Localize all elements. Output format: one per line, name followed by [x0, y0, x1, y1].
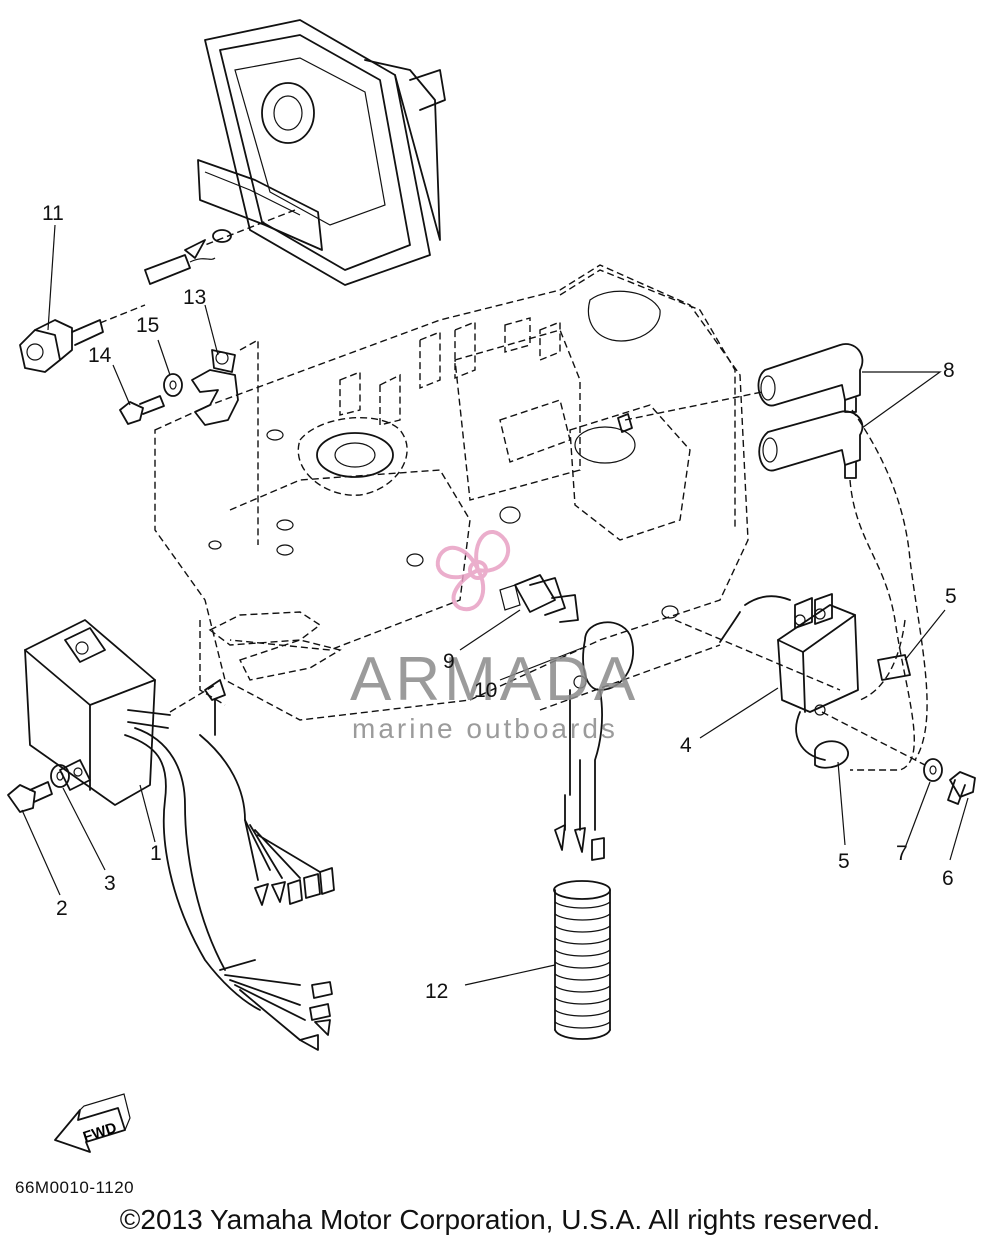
- callout-5b: 5: [838, 850, 850, 873]
- callout-11: 11: [42, 202, 64, 225]
- fwd-arrow-icon: FWD: [54, 1093, 131, 1153]
- callout-14: 14: [88, 344, 112, 367]
- callout-12: 12: [425, 980, 448, 1003]
- clamp-part-13: [191, 349, 239, 426]
- callout-9: 9: [443, 650, 455, 673]
- switch-part-9: [499, 574, 579, 623]
- fwd-label: FWD: [81, 1119, 119, 1146]
- callout-15: 15: [136, 314, 159, 337]
- grommet-part-5b: [814, 740, 849, 769]
- washer-part-15: [163, 373, 183, 397]
- callout-10: 10: [474, 679, 497, 702]
- engine-block-part: [154, 264, 749, 721]
- watermark-brand: ARMADA: [350, 645, 639, 714]
- callout-6: 6: [942, 867, 954, 890]
- armada-propeller-logo: [435, 530, 511, 612]
- washer-part-7: [923, 758, 943, 782]
- cap-part-10: [554, 621, 635, 861]
- callout-2: 2: [56, 897, 68, 920]
- callout-5a: 5: [945, 585, 957, 608]
- callout-1: 1: [150, 842, 162, 865]
- callout-13: 13: [183, 286, 206, 309]
- callout-8: 8: [943, 359, 955, 382]
- bolt-part-14: [119, 395, 165, 425]
- callout-7: 7: [896, 842, 908, 865]
- copyright-notice: ©2013 Yamaha Motor Corporation, U.S.A. A…: [119, 1204, 881, 1235]
- bolt-part-2: [7, 781, 53, 813]
- callout-3: 3: [104, 872, 116, 895]
- watermark-tagline: marine outboards: [352, 713, 618, 744]
- spark-plug-cap-part-8: [757, 343, 864, 479]
- harness-leads: [169, 679, 335, 1051]
- cdi-unit-part-1: [24, 619, 261, 1011]
- upper-cover-part: [197, 19, 446, 286]
- callout-4: 4: [680, 734, 692, 757]
- leader-lines: [21, 224, 969, 986]
- washer-part-3: [50, 764, 70, 788]
- diagram-code: 66M0010-1120: [15, 1178, 135, 1197]
- callout-labels: 11 13 15 14 8 5 9 10 4 1 5 7 6 3 2 12: [42, 202, 957, 1003]
- ignition-coil-part-4: [777, 593, 859, 761]
- armada-watermark: ARMADA marine outboards: [350, 530, 639, 744]
- grommet-part-5a: [877, 654, 911, 681]
- tube-part-12: [553, 880, 611, 1040]
- bolt-part-6: [947, 771, 976, 805]
- sensor-part-11: [19, 304, 146, 373]
